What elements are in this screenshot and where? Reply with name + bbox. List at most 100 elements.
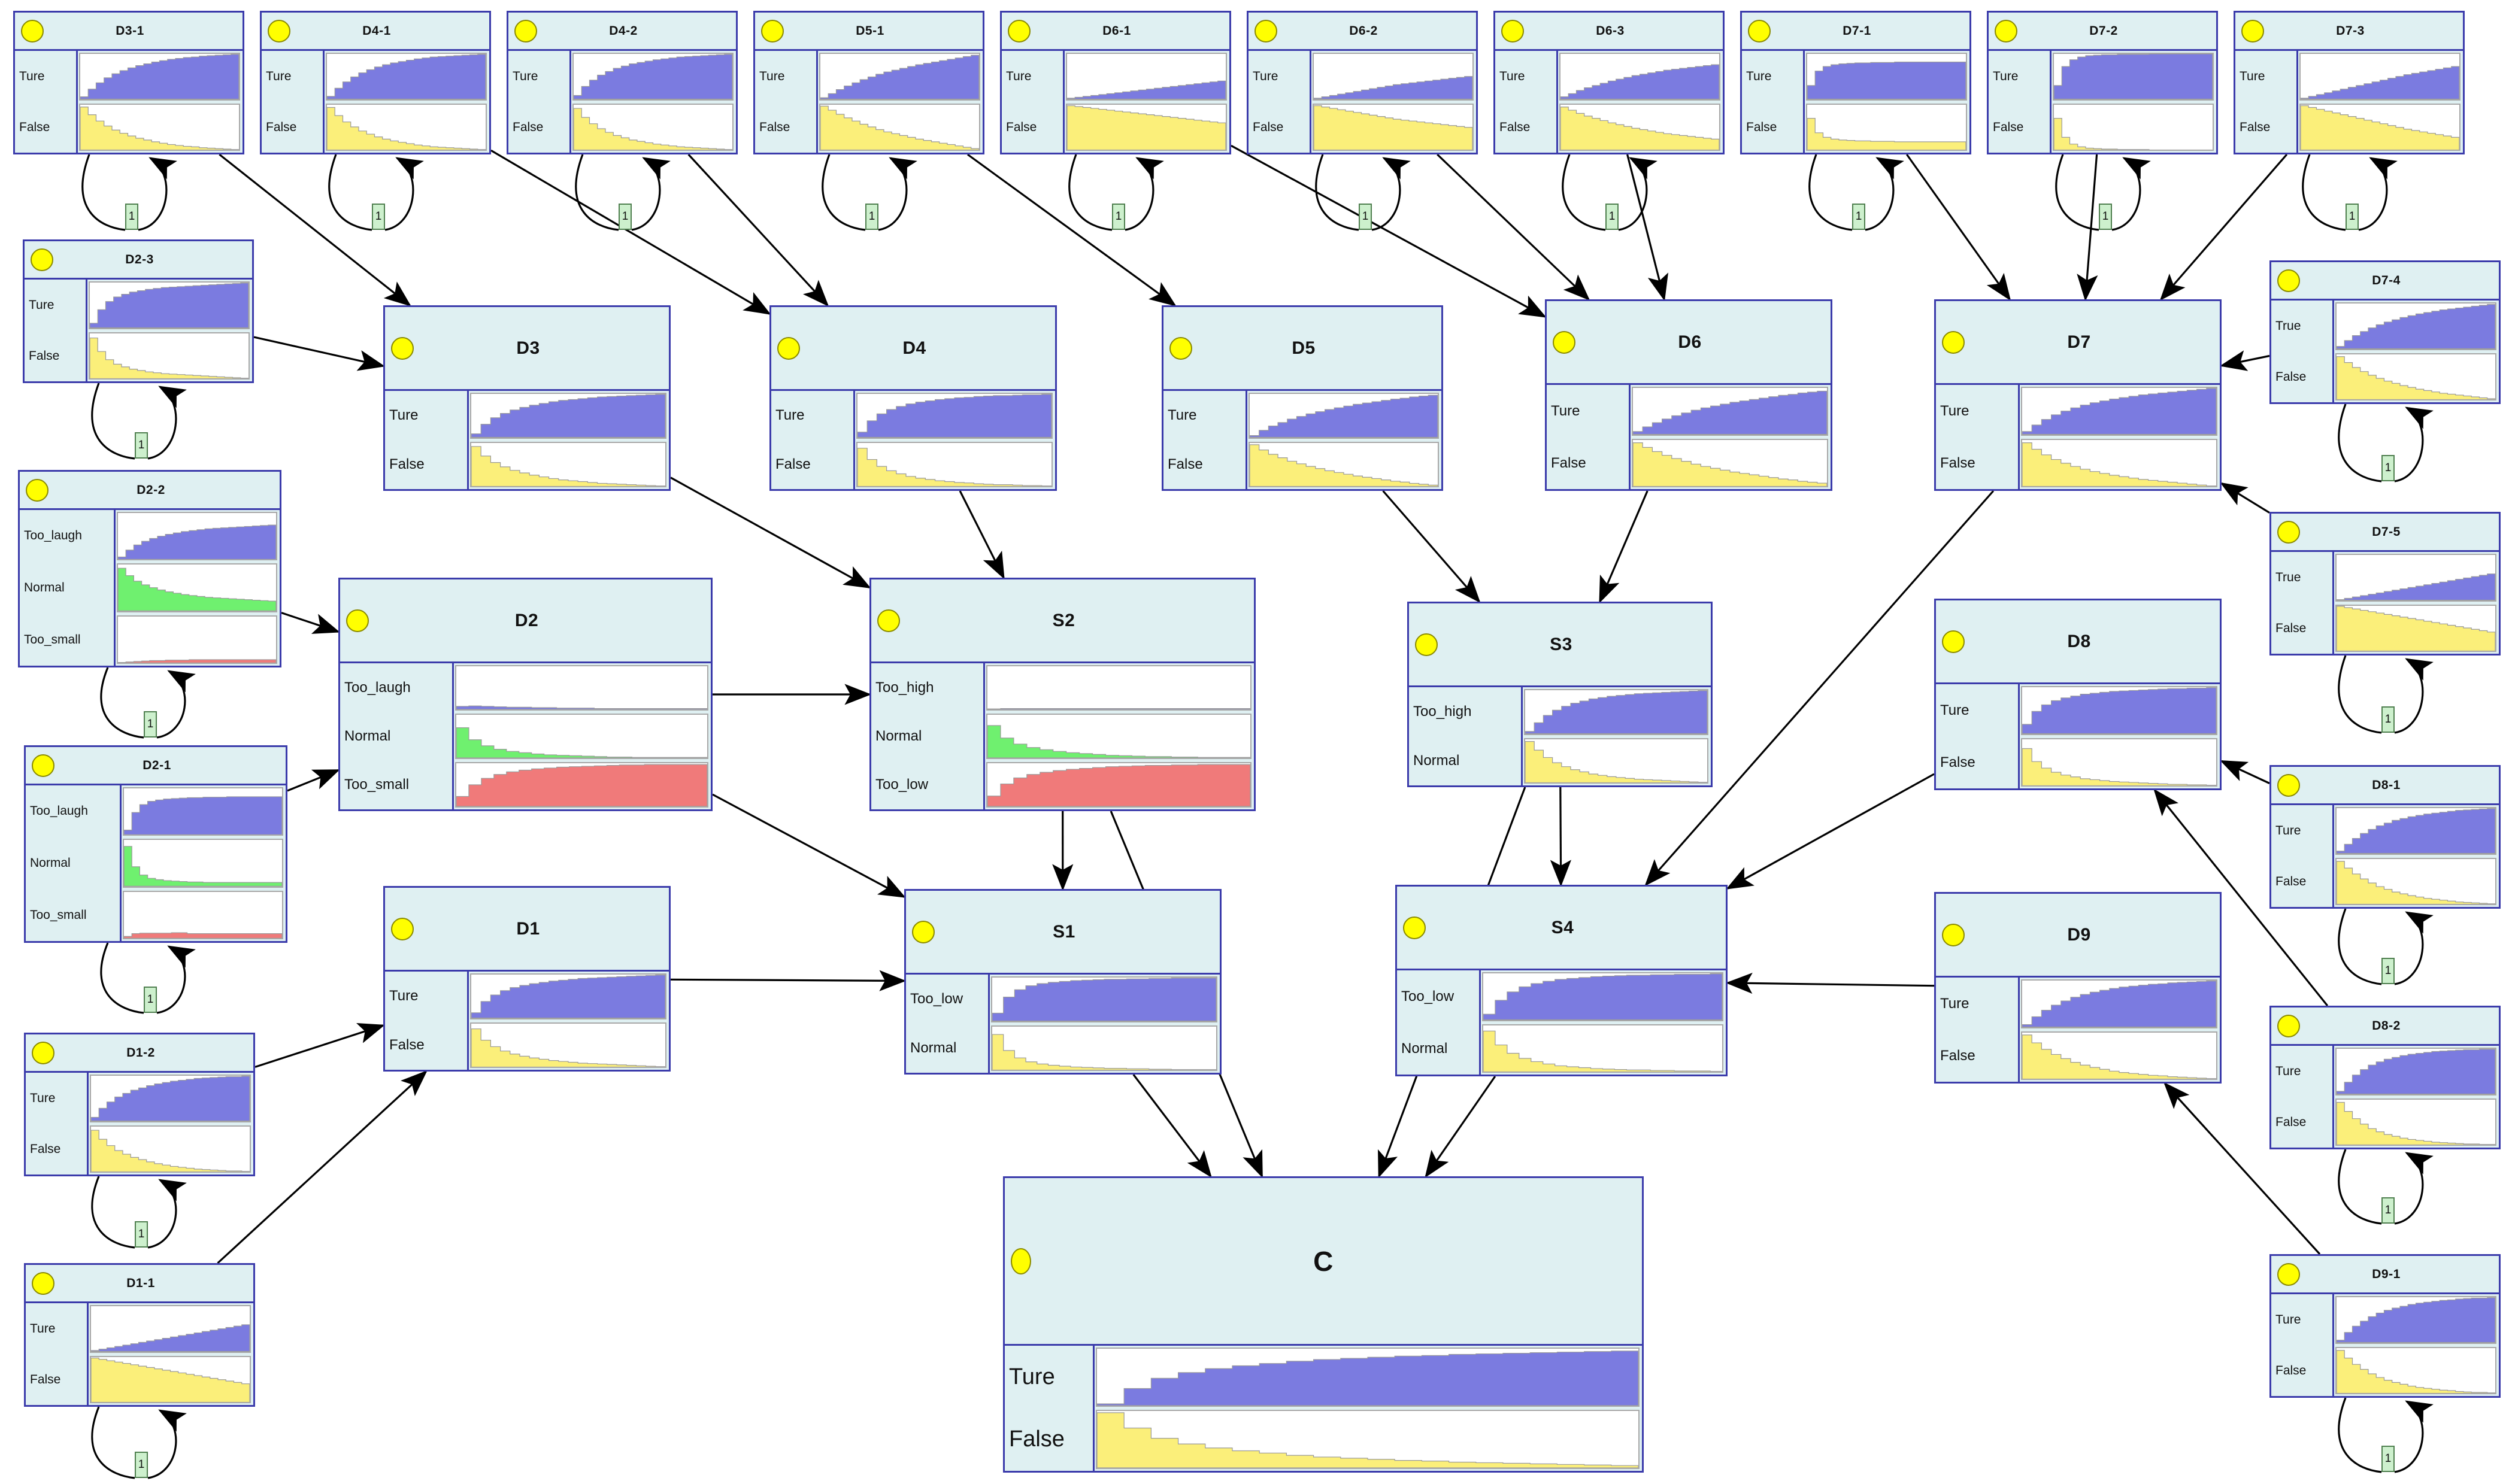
node-header[interactable]: D4-2	[508, 13, 736, 51]
node-header[interactable]: D6	[1547, 301, 1831, 385]
temporal-edge-label-D4-2: 1	[619, 204, 632, 230]
node-header[interactable]: D1-1	[26, 1265, 253, 1303]
state-label-normal: Normal	[1413, 752, 1460, 769]
node-title: D4-2	[609, 23, 638, 38]
node-header[interactable]: D7-1	[1742, 13, 1969, 51]
node-header[interactable]: S2	[871, 579, 1254, 663]
yellow-circle-icon	[346, 609, 369, 632]
node-header[interactable]: C	[1005, 1178, 1642, 1346]
node-header[interactable]: D1-2	[26, 1034, 253, 1073]
node-header[interactable]: D7	[1936, 301, 2220, 385]
node-header[interactable]: D8-1	[2271, 767, 2499, 805]
node-title: D8-2	[2372, 1018, 2401, 1033]
node-header[interactable]: S4	[1397, 887, 1726, 970]
state-bar-chart-too_small	[117, 615, 277, 664]
node-header[interactable]: D6-2	[1249, 13, 1476, 51]
yellow-circle-icon	[1403, 916, 1426, 939]
state-label-normal: Normal	[30, 856, 71, 870]
node-header[interactable]: D7-5	[2271, 514, 2499, 552]
node-header[interactable]: D3-1	[15, 13, 243, 51]
node-title: D3-1	[116, 23, 144, 38]
node-header[interactable]: S3	[1409, 603, 1711, 687]
node-header[interactable]: D3	[385, 307, 669, 391]
state-bar-chart-ture	[470, 393, 666, 439]
state-label-ture: Ture	[2275, 823, 2301, 837]
state-chart-column	[78, 51, 243, 153]
node-header[interactable]: D5-1	[755, 13, 983, 51]
temporal-edge-label-D1-2: 1	[135, 1221, 148, 1248]
state-chart-column	[2020, 978, 2220, 1082]
yellow-circle-icon	[2277, 1014, 2300, 1037]
temporal-edge-label-D8-2: 1	[2381, 1197, 2395, 1224]
node-header[interactable]: D2-3	[25, 241, 252, 280]
node-header[interactable]: D9	[1936, 894, 2220, 978]
node-header[interactable]: D7-4	[2271, 262, 2499, 301]
state-chart-column	[1805, 51, 1969, 153]
node-header[interactable]: D6-3	[1495, 13, 1723, 51]
state-chart-column	[2334, 301, 2499, 402]
node-header[interactable]: D7-3	[2235, 13, 2463, 51]
node-header[interactable]: D2	[340, 579, 711, 663]
node-header[interactable]: D4-1	[262, 13, 489, 51]
node-header[interactable]: S1	[906, 891, 1220, 975]
temporal-edge-label-D4-1: 1	[372, 204, 385, 230]
node-header[interactable]: D5	[1163, 307, 1441, 391]
node-header[interactable]: D7-2	[1989, 13, 2216, 51]
state-bar-chart-false	[1313, 103, 1474, 151]
node-header[interactable]: D6-1	[1002, 13, 1229, 51]
node-header[interactable]: D8-2	[2271, 1007, 2499, 1046]
node-header[interactable]: D8	[1936, 600, 2220, 684]
node-header[interactable]: D2-2	[20, 472, 280, 510]
node-header[interactable]: D1	[385, 888, 669, 972]
node-header[interactable]: D4	[771, 307, 1055, 391]
node-header[interactable]: D9-1	[2271, 1256, 2499, 1294]
state-chart-column	[116, 510, 280, 666]
node-header[interactable]: D2-1	[26, 747, 286, 785]
